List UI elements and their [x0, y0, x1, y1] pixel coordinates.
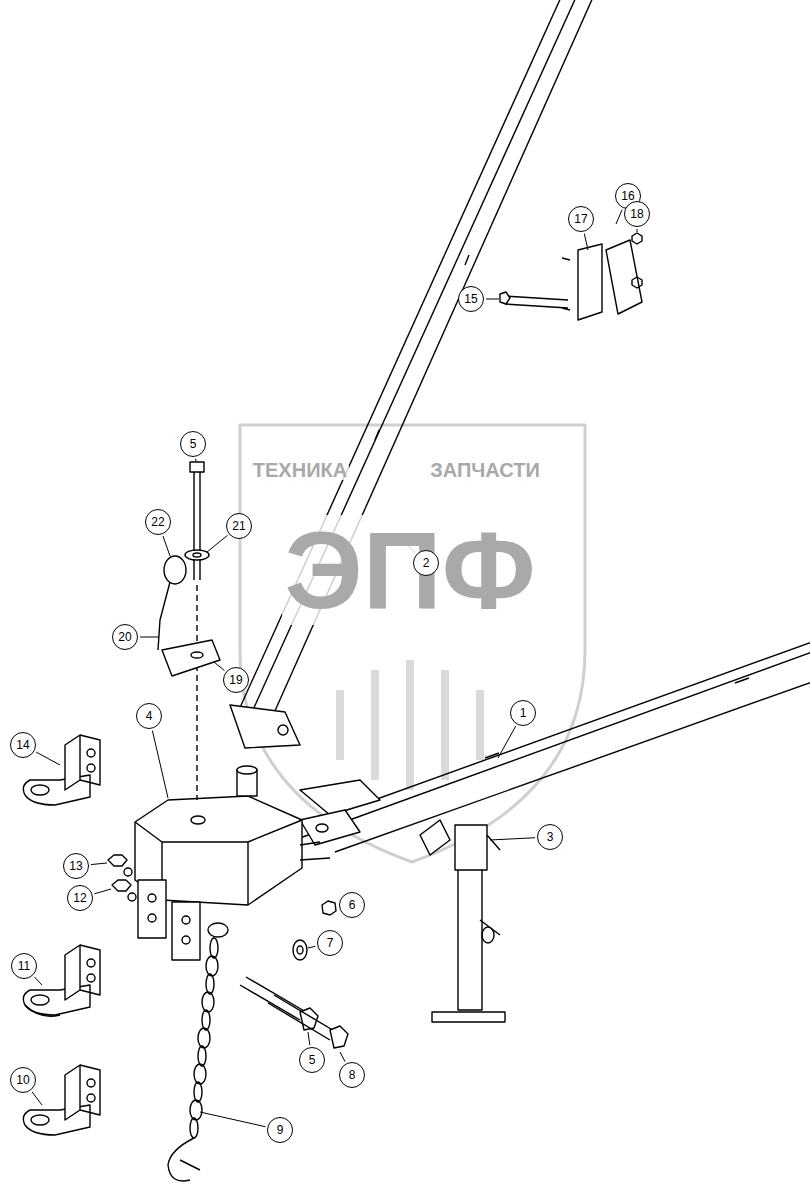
callout-number: 3	[537, 824, 563, 850]
callout-number: 12	[67, 885, 93, 911]
callout-label: 10	[16, 1073, 29, 1087]
leader-line	[340, 1052, 345, 1062]
leader-line	[163, 536, 170, 556]
leader-line	[308, 1032, 310, 1045]
bolts	[240, 901, 348, 1048]
callout-label: 21	[232, 519, 245, 533]
callout-number: 15	[458, 286, 484, 312]
callout-number: 1	[510, 700, 536, 726]
callout-number: 22	[145, 509, 171, 535]
leader-line	[91, 863, 107, 865]
leader-line	[140, 637, 159, 638]
leader-line	[214, 662, 224, 671]
callout-number: 5	[299, 1047, 325, 1073]
callout-label: 5	[190, 437, 197, 451]
callout-number: 2	[413, 550, 439, 576]
leader-line	[308, 946, 315, 948]
leader-line	[152, 731, 168, 798]
leader-line	[490, 838, 535, 840]
callout-label: 1	[520, 706, 527, 720]
watermark-text: ЭПФ	[282, 515, 537, 625]
mount-plates	[500, 233, 642, 320]
rail-2	[230, 0, 594, 748]
callout-number: 13	[63, 853, 89, 879]
callout-label: 14	[16, 738, 29, 752]
callout-label: 20	[118, 630, 131, 644]
leader-line	[337, 905, 338, 906]
callout-label: 18	[630, 207, 643, 221]
callout-number: 9	[267, 1117, 293, 1143]
callout-label: 19	[229, 673, 242, 687]
callout-number: 14	[10, 732, 36, 758]
callout-number: 4	[136, 703, 162, 729]
callout-label: 9	[277, 1123, 284, 1137]
callout-label: 13	[69, 859, 82, 873]
watermark-label: ЭПФ	[284, 508, 535, 631]
callout-number: 8	[339, 1062, 365, 1088]
leader-line	[486, 299, 499, 300]
watermark-label: ТЕХНИКА	[253, 459, 347, 481]
callout-label: 2	[423, 556, 430, 570]
callout-number: 17	[568, 206, 594, 232]
leader-line	[34, 977, 42, 985]
callout-label: 12	[73, 891, 86, 905]
watermark-ears	[340, 660, 480, 790]
callout-number: 18	[624, 201, 650, 227]
watermark-label: ЗАПЧАСТИ	[430, 459, 540, 481]
leader-line	[207, 535, 227, 552]
callout-label: 15	[464, 292, 477, 306]
callout-number: 10	[10, 1067, 36, 1093]
jack-stand	[420, 820, 505, 1022]
nuts	[108, 855, 136, 901]
leader-line	[637, 229, 638, 232]
clevis-11	[23, 945, 100, 1015]
leader-line	[498, 726, 516, 758]
callout-label: 5	[309, 1053, 316, 1067]
callout-label: 6	[349, 898, 356, 912]
leader-line	[195, 459, 196, 461]
safety-chain	[168, 923, 228, 1181]
callout-number: 7	[317, 930, 343, 956]
leader-line	[584, 234, 588, 250]
callout-number: 6	[339, 892, 365, 918]
callout-label: 22	[151, 515, 164, 529]
callout-label: 3	[547, 830, 554, 844]
callout-number: 20	[112, 624, 138, 650]
callout-label: 7	[327, 936, 334, 950]
callout-label: 4	[146, 709, 153, 723]
watermark-text: ЗАПЧАСТИ	[428, 460, 542, 480]
callout-number: 11	[11, 953, 37, 979]
clevis-jaw	[25, 1005, 60, 1016]
leader-line	[200, 1112, 265, 1127]
callout-label: 11	[18, 959, 30, 973]
callout-number: 19	[223, 667, 249, 693]
hitch-block	[135, 766, 330, 960]
leader-line	[32, 1092, 42, 1105]
callout-number: 21	[226, 513, 252, 539]
leader-line	[36, 752, 60, 765]
watermark-text: ТЕХНИКА	[251, 460, 349, 480]
rail-1	[300, 642, 810, 852]
leader-line	[616, 210, 622, 224]
callout-label: 17	[574, 212, 587, 226]
leader-line	[94, 889, 111, 894]
callout-number: 5	[180, 431, 206, 457]
callout-label: 8	[349, 1068, 356, 1082]
